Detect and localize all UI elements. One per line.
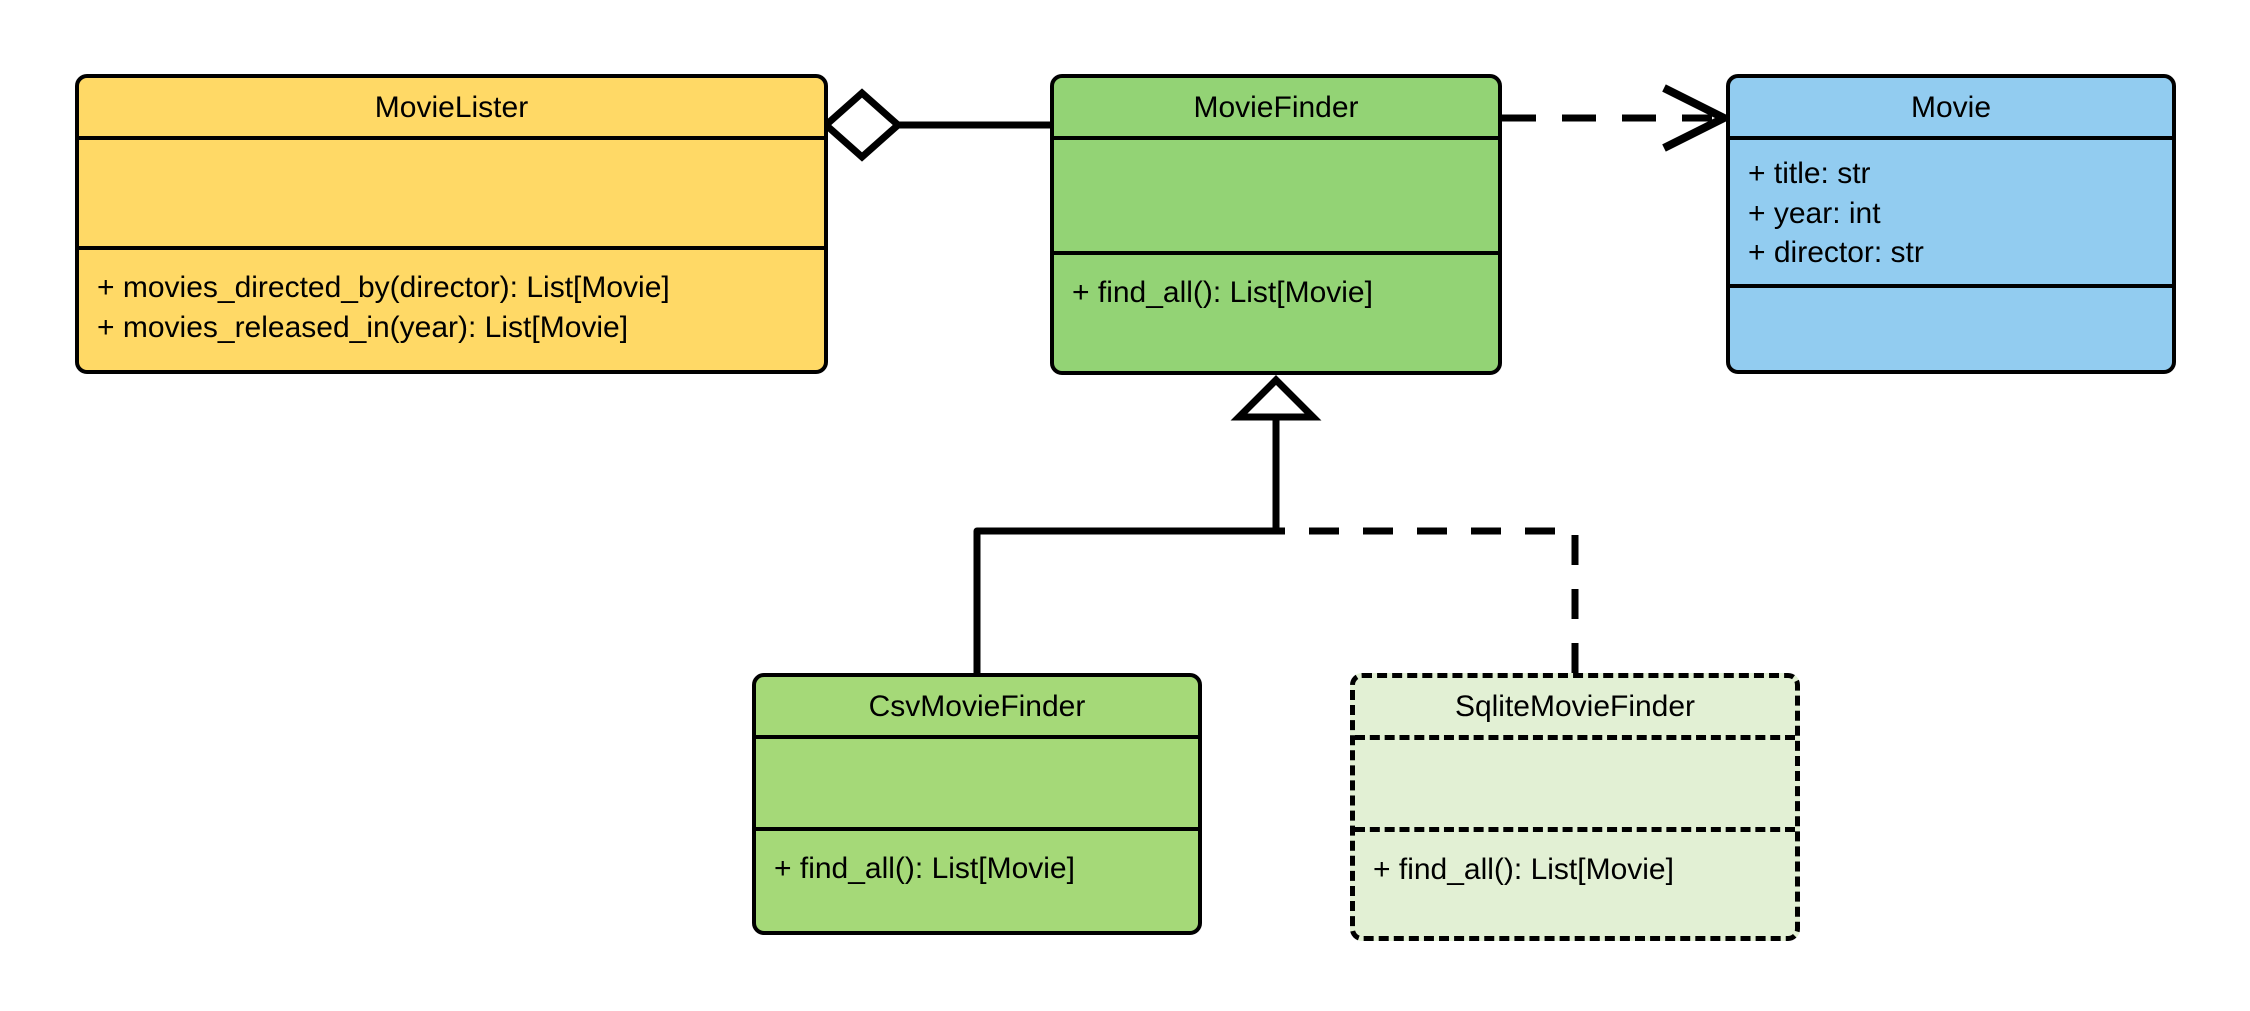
class-name-compartment: CsvMovieFinder [756, 677, 1198, 739]
class-title: Movie [1910, 90, 1992, 124]
attribute-line: + year: int [1748, 196, 1881, 230]
uml-class-movie-lister[interactable]: MovieLister + movies_directed_by(directo… [75, 74, 828, 374]
class-methods-compartment: + find_all(): List[Movie] [1355, 832, 1795, 936]
class-attributes-compartment [1355, 740, 1795, 832]
uml-class-sqlite-movie-finder[interactable]: SqliteMovieFinder + find_all(): List[Mov… [1350, 673, 1800, 941]
uml-class-movie-finder[interactable]: MovieFinder + find_all(): List[Movie] [1050, 74, 1502, 375]
class-attributes-compartment: + title: str + year: int + director: str [1730, 140, 2172, 288]
uml-class-movie[interactable]: Movie + title: str + year: int + directo… [1726, 74, 2176, 374]
method-line: + find_all(): List[Movie] [1072, 276, 1373, 309]
generalization-line [973, 417, 1280, 673]
class-attributes-compartment [1054, 140, 1498, 255]
method-line: + find_all(): List[Movie] [774, 852, 1075, 885]
attribute-line: + title: str [1748, 157, 1871, 190]
class-title: CsvMovieFinder [868, 689, 1086, 723]
uml-class-csv-movie-finder[interactable]: CsvMovieFinder + find_all(): List[Movie] [752, 673, 1202, 935]
class-title: SqliteMovieFinder [1454, 690, 1696, 723]
attribute-line: + director: str [1748, 236, 1924, 270]
open-arrow-marker [1662, 84, 1733, 152]
realization-line [1272, 417, 1579, 673]
class-attributes-compartment [756, 739, 1198, 831]
class-attributes-compartment [79, 140, 824, 250]
generalization-edge-csv-finder[interactable] [973, 417, 1280, 673]
dependency-edge-finder-movie[interactable] [1502, 84, 1733, 152]
class-name-compartment: MovieLister [79, 78, 824, 140]
class-methods-compartment [1730, 288, 2172, 370]
hollow-diamond-marker [820, 88, 904, 162]
method-line: + find_all(): List[Movie] [1373, 853, 1674, 886]
class-name-compartment: Movie [1730, 78, 2172, 140]
class-name-compartment: MovieFinder [1054, 78, 1498, 140]
class-methods-compartment: + find_all(): List[Movie] [756, 831, 1198, 931]
hollow-triangle-marker [1230, 375, 1322, 421]
method-line: + movies_directed_by(director): List[Mov… [97, 271, 670, 304]
class-methods-compartment: + movies_directed_by(director): List[Mov… [79, 250, 824, 370]
class-title: MovieLister [374, 90, 529, 124]
method-line: + movies_released_in(year): List[Movie] [97, 310, 629, 344]
class-methods-compartment: + find_all(): List[Movie] [1054, 255, 1498, 371]
class-name-compartment: SqliteMovieFinder [1355, 678, 1795, 740]
realization-edge-sqlite-finder[interactable] [1272, 417, 1579, 673]
class-title: MovieFinder [1193, 90, 1359, 124]
aggregation-edge-lister-finder[interactable] [820, 88, 1050, 162]
